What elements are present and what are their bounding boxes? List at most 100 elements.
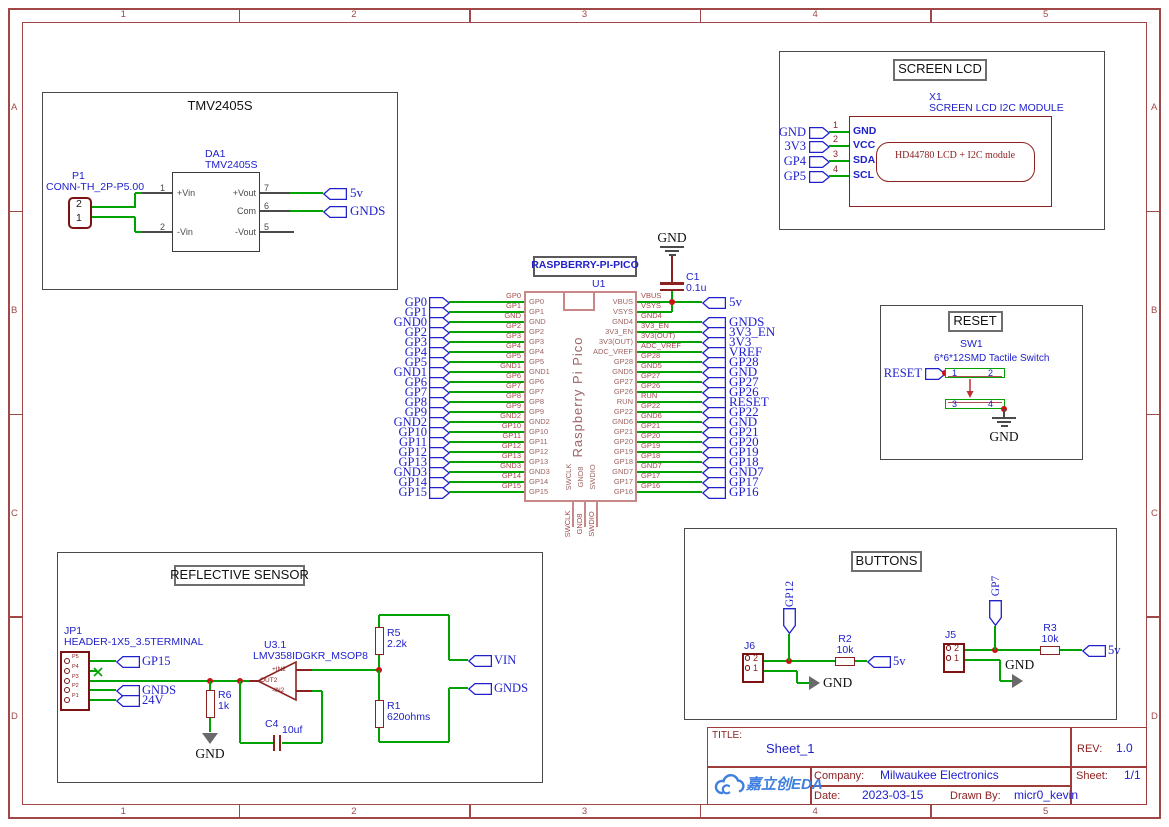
- wire[interactable]: [135, 231, 142, 233]
- cap-plate[interactable]: [660, 288, 684, 291]
- wire[interactable]: [378, 670, 380, 700]
- net-flag[interactable]: [701, 396, 727, 410]
- wire[interactable]: [637, 471, 702, 473]
- sheet-value[interactable]: 1/1: [1124, 768, 1141, 782]
- wire[interactable]: [637, 491, 702, 493]
- wire[interactable]: [671, 302, 673, 312]
- net-flag-label[interactable]: VIN: [494, 653, 517, 667]
- net-flag-label[interactable]: GND: [729, 363, 758, 379]
- wire[interactable]: [240, 742, 273, 744]
- wire[interactable]: [637, 371, 702, 373]
- wire[interactable]: [764, 670, 797, 672]
- chip-pin[interactable]: [260, 192, 290, 194]
- gnd-stem[interactable]: [1003, 409, 1005, 417]
- net-flag-label[interactable]: 5v: [350, 185, 363, 200]
- pico-pin[interactable]: [584, 502, 586, 527]
- net-flag[interactable]: [701, 406, 727, 420]
- wire[interactable]: [637, 431, 702, 433]
- cap-plate[interactable]: [660, 282, 684, 285]
- net-flag[interactable]: [701, 316, 727, 330]
- net-flag[interactable]: [428, 386, 451, 400]
- wire[interactable]: [637, 451, 702, 453]
- net-flag[interactable]: [808, 155, 831, 169]
- net-flag[interactable]: [808, 170, 831, 184]
- net-flag-label[interactable]: GND7: [729, 463, 764, 479]
- wire[interactable]: [637, 481, 702, 483]
- wire[interactable]: [637, 321, 702, 323]
- net-flag-label[interactable]: GP26: [729, 383, 759, 399]
- wire[interactable]: [829, 145, 849, 147]
- opamp-u3[interactable]: [256, 659, 298, 703]
- net-flag[interactable]: [701, 336, 727, 350]
- net-flag[interactable]: [701, 356, 727, 370]
- net-flag-label[interactable]: 24V: [142, 693, 164, 707]
- net-flag[interactable]: [701, 436, 727, 450]
- net-flag-label[interactable]: GP19: [729, 443, 759, 459]
- wire[interactable]: [449, 421, 524, 423]
- wire[interactable]: [449, 381, 524, 383]
- net-flag[interactable]: [428, 396, 451, 410]
- wire[interactable]: [312, 690, 322, 692]
- wire[interactable]: [209, 718, 211, 732]
- cap-plate[interactable]: [273, 735, 276, 751]
- wire[interactable]: [637, 441, 702, 443]
- drawn-by-value[interactable]: micr0_kevin: [1014, 788, 1079, 802]
- pico-pin[interactable]: [596, 502, 598, 527]
- wire[interactable]: [797, 682, 809, 684]
- wire[interactable]: [671, 291, 673, 302]
- wire[interactable]: [637, 411, 702, 413]
- wire[interactable]: [449, 411, 524, 413]
- net-flag[interactable]: [701, 296, 727, 310]
- wire[interactable]: [829, 131, 849, 133]
- net-flag-label[interactable]: 3V3: [729, 333, 752, 349]
- net-flag[interactable]: [428, 456, 451, 470]
- wire[interactable]: [764, 660, 835, 662]
- wire[interactable]: [449, 451, 524, 453]
- net-flag[interactable]: [428, 336, 451, 350]
- net-flag[interactable]: [115, 684, 141, 698]
- net-flag[interactable]: [428, 426, 451, 440]
- wire[interactable]: [312, 669, 379, 671]
- net-flag-label[interactable]: GP27: [729, 373, 759, 389]
- net-flag-label[interactable]: GP20: [729, 433, 759, 449]
- net-flag[interactable]: [428, 476, 451, 490]
- net-flag[interactable]: [808, 140, 831, 154]
- net-flag[interactable]: [428, 406, 451, 420]
- wire[interactable]: [134, 193, 136, 208]
- wire[interactable]: [135, 192, 142, 194]
- wire[interactable]: [134, 217, 136, 232]
- wire[interactable]: [449, 391, 524, 393]
- net-flag[interactable]: [701, 416, 727, 430]
- net-flag[interactable]: [428, 486, 451, 500]
- net-flag-label[interactable]: GNDS: [494, 681, 529, 695]
- net-flag[interactable]: [428, 306, 451, 320]
- wire[interactable]: [796, 671, 798, 683]
- net-flag-5v[interactable]: [322, 187, 348, 201]
- wire[interactable]: [449, 361, 524, 363]
- net-flag[interactable]: [701, 346, 727, 360]
- net-flag-gnds[interactable]: [322, 205, 348, 219]
- net-flag[interactable]: [989, 600, 1002, 627]
- wire[interactable]: [1000, 680, 1012, 682]
- net-flag[interactable]: [701, 456, 727, 470]
- wire[interactable]: [379, 614, 449, 616]
- wire[interactable]: [449, 471, 524, 473]
- net-flag[interactable]: [808, 126, 831, 140]
- wire[interactable]: [92, 216, 135, 218]
- wire[interactable]: [321, 691, 323, 743]
- net-flag-label[interactable]: VREF: [729, 343, 763, 359]
- net-flag-label[interactable]: GND: [729, 413, 758, 429]
- wire[interactable]: [449, 301, 524, 303]
- net-flag-label[interactable]: GP22: [729, 403, 759, 419]
- wire[interactable]: [637, 331, 702, 333]
- wire[interactable]: [449, 431, 524, 433]
- net-flag[interactable]: [467, 682, 493, 696]
- net-flag-label[interactable]: 5v: [1108, 643, 1121, 657]
- wire[interactable]: [90, 660, 116, 662]
- wire[interactable]: [282, 742, 322, 744]
- wire[interactable]: [855, 660, 867, 662]
- resistor-body[interactable]: [374, 700, 384, 728]
- net-flag[interactable]: [701, 366, 727, 380]
- chip-pin[interactable]: [142, 231, 172, 233]
- resistor-body[interactable]: [205, 690, 215, 718]
